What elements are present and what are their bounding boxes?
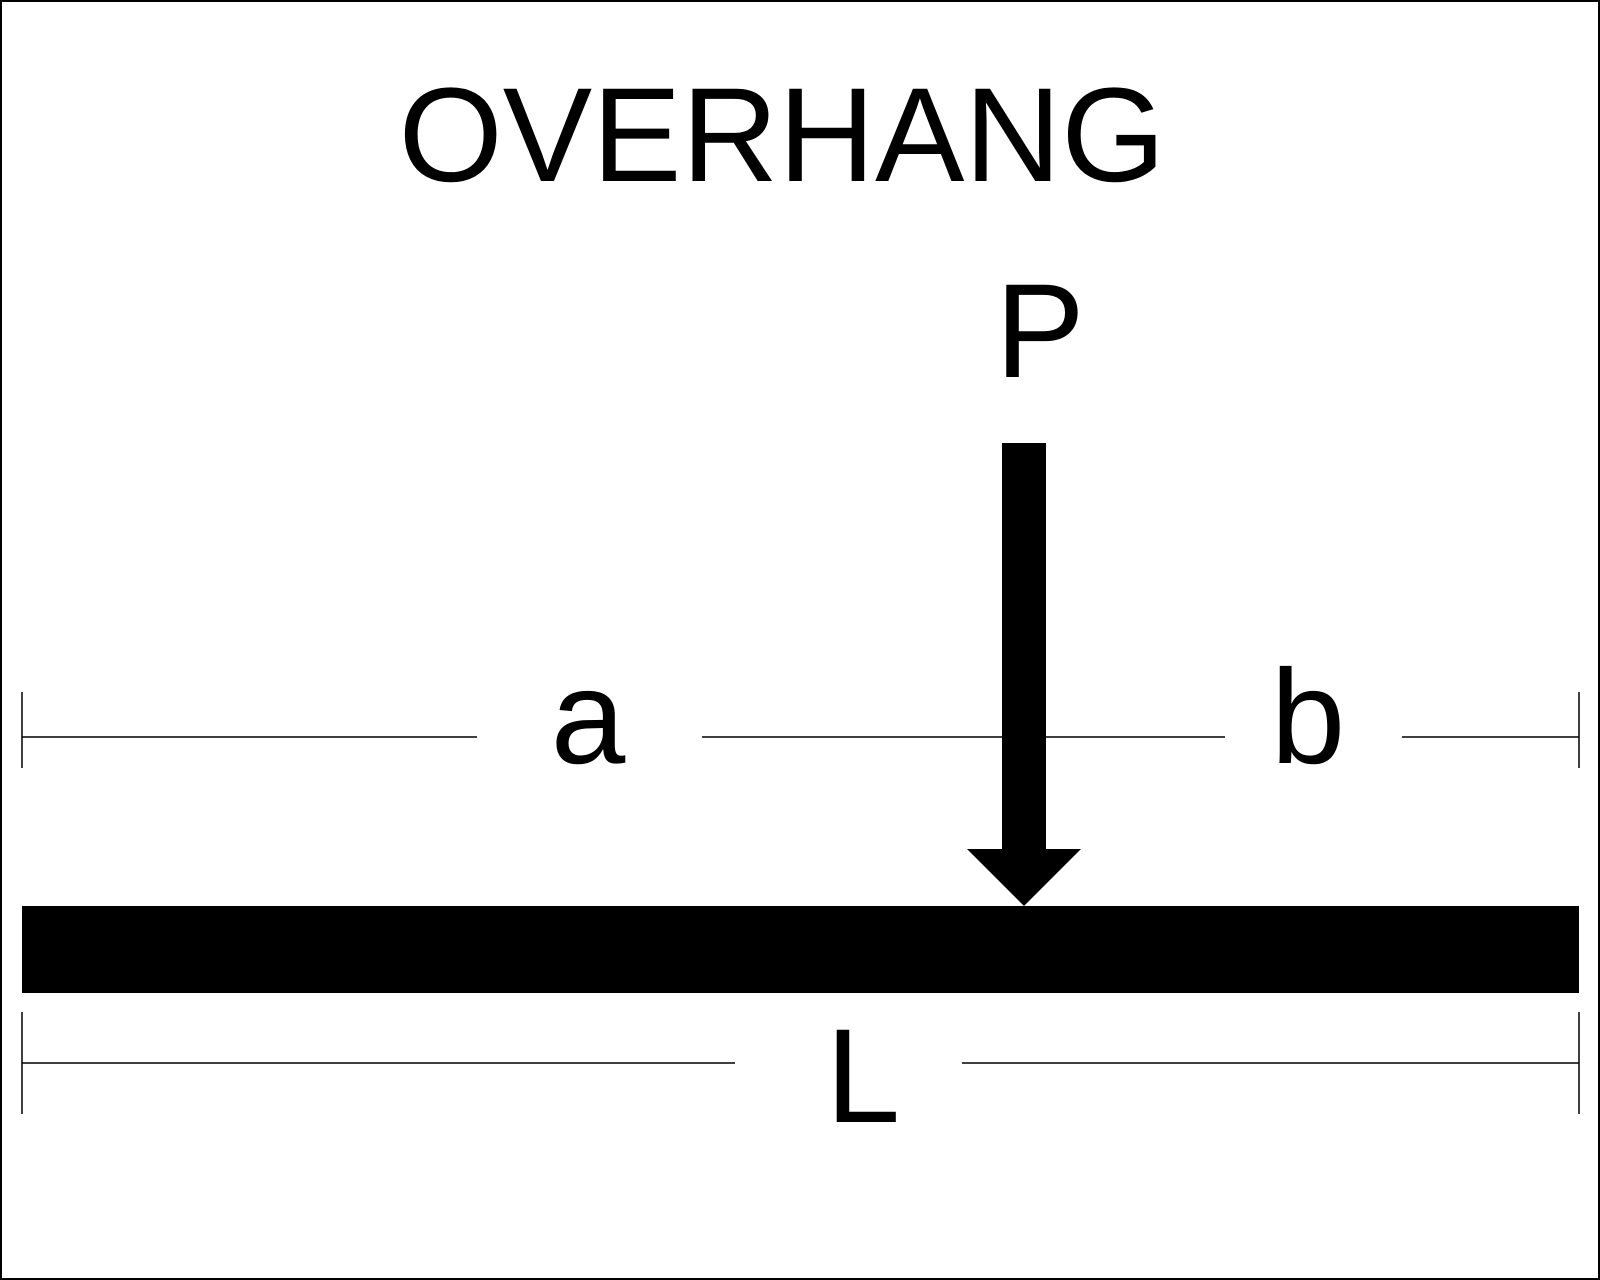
load-label: P [995,257,1084,406]
load-arrow [967,443,1081,906]
dimension-l: L [21,1002,1580,1151]
dimension-ab: a b [21,643,1580,792]
diagram-title: OVERHANG [399,61,1166,210]
load-arrow-head [967,849,1081,906]
dimension-b-label: b [1271,643,1346,792]
dimension-l-label: L [826,1002,901,1151]
load-arrow-shaft [1002,443,1046,851]
dimension-a-label: a [551,643,626,792]
beam [22,906,1579,993]
